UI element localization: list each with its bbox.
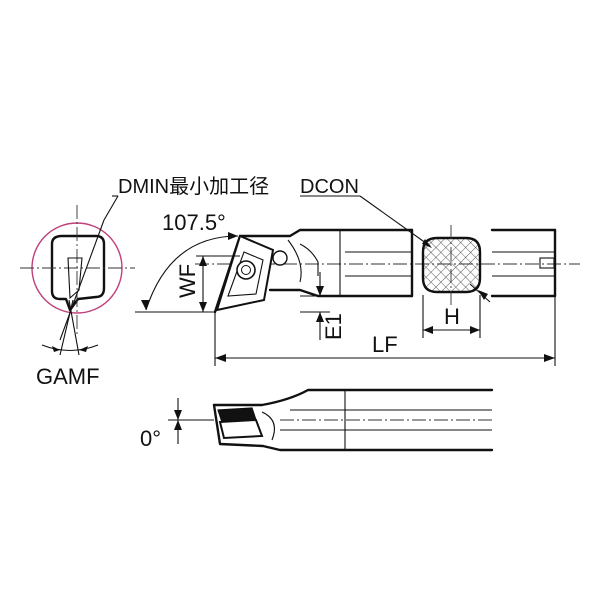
end-view: [20, 195, 135, 356]
wf-label: WF: [175, 264, 200, 298]
side-shank-outline: [212, 388, 494, 407]
dmin-label: DMIN最小加工径: [118, 175, 269, 198]
top-view: [135, 195, 580, 366]
end-view-section: [50, 234, 106, 312]
h-label: H: [444, 304, 460, 329]
dcon-label: DCON: [300, 176, 359, 198]
e1-label: E1: [321, 313, 346, 340]
gamf-label: GAMF: [36, 364, 100, 389]
insert-screw: [236, 260, 256, 280]
dcon-section: [421, 225, 482, 305]
side-view: [168, 388, 495, 452]
zero-angle-label: 0°: [140, 426, 161, 451]
lf-label: LF: [372, 332, 398, 357]
angle-label: 107.5°: [162, 210, 226, 235]
